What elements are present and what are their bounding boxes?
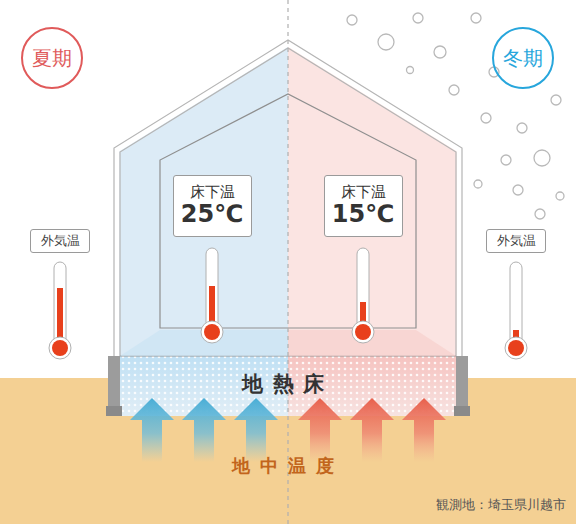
node-heading: 夏期: [32, 47, 72, 70]
node-heading: 床下温: [190, 184, 235, 201]
temperature-box: 床下温15℃: [324, 175, 403, 237]
node-heading: 地熱床: [242, 372, 333, 396]
thermometers: [49, 248, 527, 359]
node-heading: 冬期: [503, 47, 543, 70]
node-heading: 床下温: [341, 184, 386, 201]
season-circle: 冬期: [492, 27, 554, 89]
node-heading: 外気温: [41, 234, 80, 249]
divider-line: [287, 0, 288, 524]
season-circle: 夏期: [21, 27, 83, 89]
temperature-tag: 外気温: [30, 229, 90, 253]
temperature-tag: 外気温: [486, 229, 546, 253]
node-value: 15℃: [332, 201, 394, 229]
node-heading: 外気温: [497, 234, 536, 249]
heat-arrows: [130, 398, 446, 462]
node-value: 25℃: [181, 201, 243, 229]
floor-band: 地熱床: [120, 356, 456, 412]
temperature-box: 床下温25℃: [173, 175, 252, 237]
location-note: 観測地：埼玉県川越市: [436, 496, 566, 514]
ground-label: 地中温度: [232, 454, 344, 478]
